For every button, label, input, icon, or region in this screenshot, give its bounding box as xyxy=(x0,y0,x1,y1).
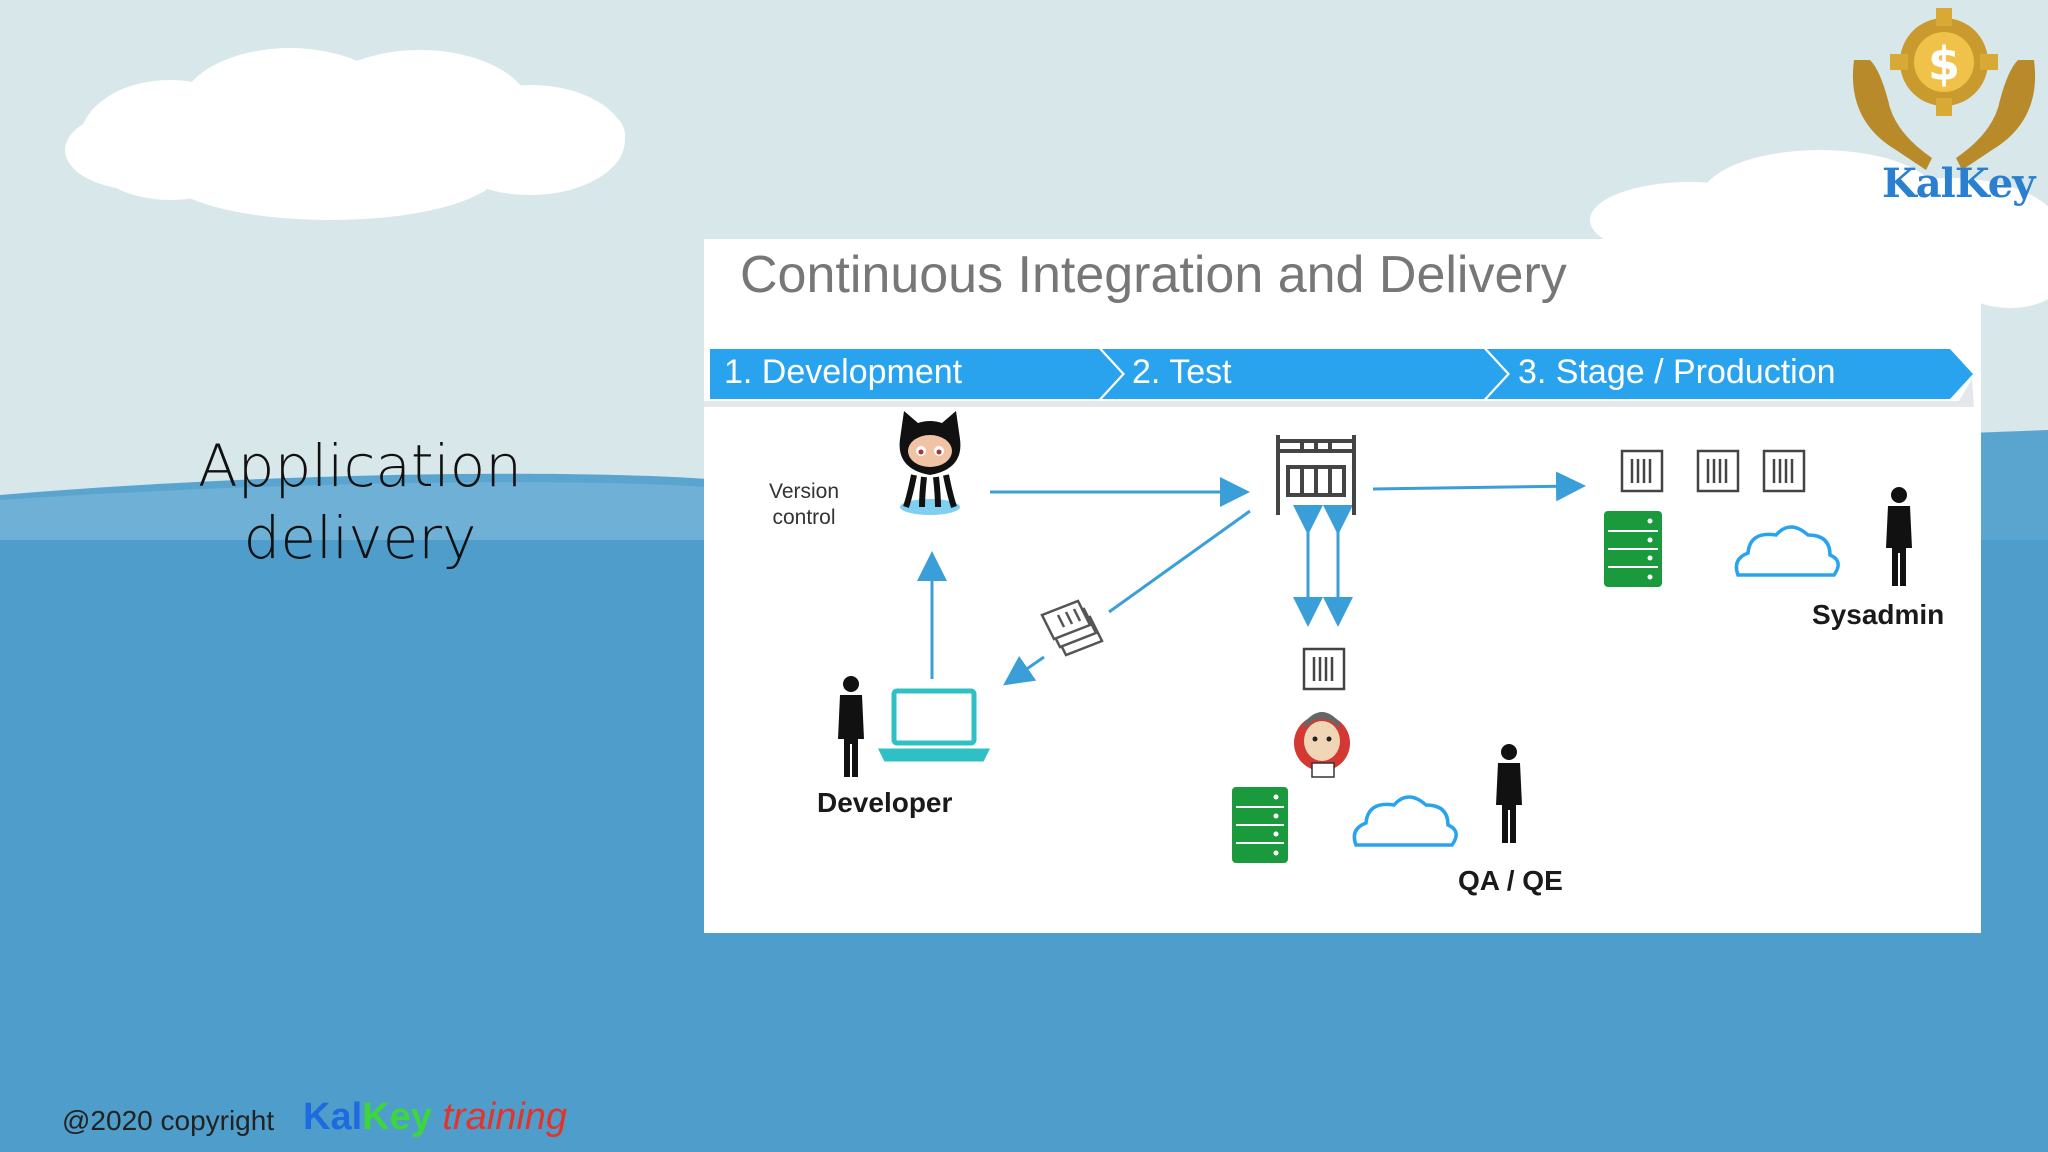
ci-cd-diagram: Continuous Integration and Delivery 1. D… xyxy=(704,239,1981,933)
github-octocat-icon xyxy=(899,411,961,515)
production-packages-icon xyxy=(1620,449,1806,493)
production-cloud-icon xyxy=(1734,525,1840,577)
slide-title: Application delivery xyxy=(150,430,570,574)
stage-production: 3. Stage / Production xyxy=(1518,353,1836,391)
kalkey-logo-icon: $ xyxy=(1852,8,2036,170)
sysadmin-person-icon xyxy=(1886,487,1912,586)
title-line-1: Application xyxy=(197,432,523,500)
documents-icon xyxy=(1040,599,1104,657)
diagram-graphics xyxy=(704,349,1974,863)
brand-key: Key xyxy=(362,1096,432,1138)
stage-development: 1. Development xyxy=(724,353,963,391)
developer-label: Developer xyxy=(817,787,953,818)
copyright-text: @2020 copyright xyxy=(62,1105,275,1136)
jenkins-icon xyxy=(1294,712,1350,778)
stage-bar xyxy=(704,349,1974,407)
logo-text: KalKey xyxy=(1882,160,2035,207)
test-server-icon xyxy=(1232,787,1288,863)
svg-text:$: $ xyxy=(1928,37,1960,91)
version-control-line-2: control xyxy=(772,506,836,529)
sysadmin-label: Sysadmin xyxy=(1812,599,1945,630)
brand-training: training xyxy=(442,1096,568,1138)
test-cloud-icon xyxy=(1352,795,1458,847)
version-control-label: Version control xyxy=(754,479,854,531)
cloud-left xyxy=(65,48,625,220)
artifact-repository-icon xyxy=(1276,435,1356,515)
stage-test: 2. Test xyxy=(1132,353,1232,391)
title-line-2: delivery xyxy=(243,504,477,572)
laptop-icon xyxy=(877,688,991,762)
brand-kal: Kal xyxy=(303,1096,363,1138)
qa-person-icon xyxy=(1496,744,1522,843)
brand-footer: KalKey training xyxy=(303,1096,567,1139)
production-server-icon xyxy=(1604,511,1662,587)
diagram-heading: Continuous Integration and Delivery xyxy=(740,246,1567,304)
version-control-line-1: Version xyxy=(768,480,840,503)
package-icon xyxy=(1302,647,1346,691)
qa-label: QA / QE xyxy=(1458,865,1563,896)
developer-person-icon xyxy=(838,676,864,777)
